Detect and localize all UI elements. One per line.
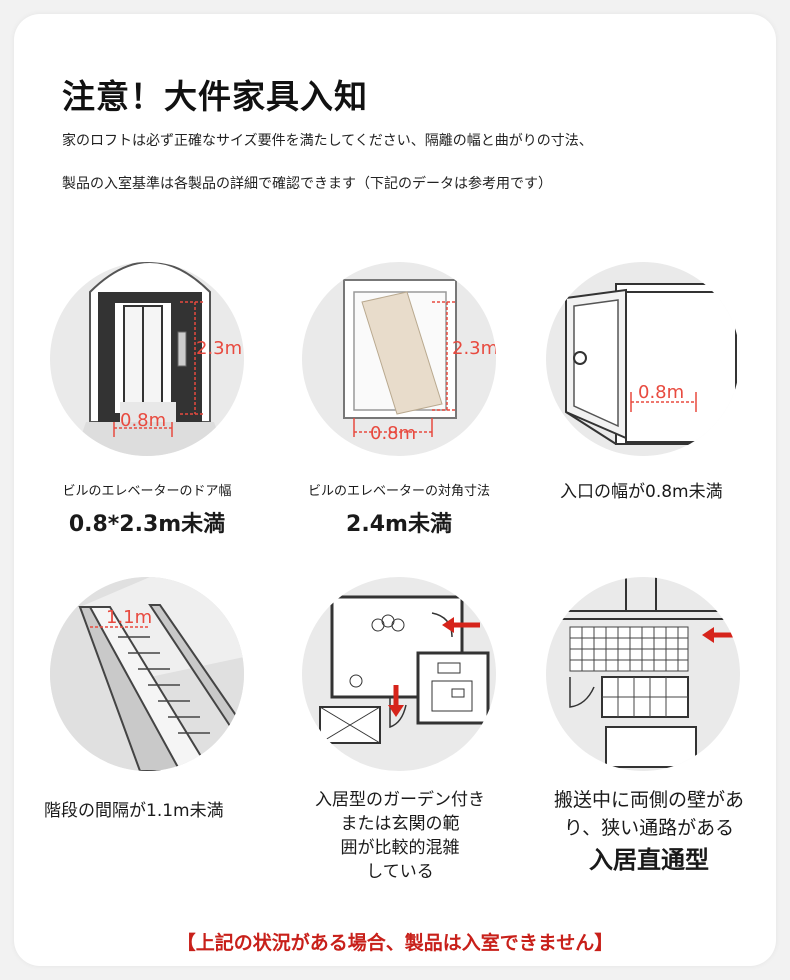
caption-elevator-diagonal: ビルのエレベーターの対角寸法 <box>307 484 490 499</box>
entrance-door-illustration: 0.8m <box>546 262 740 456</box>
floorplan-illustration <box>302 577 496 771</box>
diagonal-height-label: 2.3m <box>452 338 496 359</box>
floorplan-line-4: している <box>366 862 434 882</box>
elevator-height-label: 2.3m <box>196 338 242 359</box>
corridor-illustration <box>546 577 740 771</box>
floorplan-line-3: 囲が比較的混雑 <box>340 838 460 858</box>
warning-footer: 【上記の状況がある場合、製品は入室できません】 <box>176 932 614 954</box>
value-elevator-diagonal: 2.4m未満 <box>346 512 452 537</box>
caption-floorplan: 入居型のガーデン付き または玄関の範 囲が比較的混雑 している <box>290 788 510 884</box>
corridor-line-2: り、狭い通路がある <box>563 817 735 839</box>
caption-elevator-door: ビルのエレベーターのドア幅 <box>62 484 232 499</box>
elevator-diagonal-illustration: 2.3m 0.8m <box>302 262 496 456</box>
floorplan-line-1: 入居型のガーデン付き <box>315 790 485 810</box>
caption-stairs: 階段の間隔が1.1m未満 <box>44 801 224 821</box>
value-corridor: 入居直通型 <box>589 846 709 874</box>
corridor-line-1: 搬送中に両側の壁があ <box>553 789 744 811</box>
elevator-door-illustration: 2.3m 0.8m <box>50 262 244 456</box>
info-card <box>14 14 776 966</box>
intro-line-1: 家のロフトは必ず正確なサイズ要件を満たしてください、隔離の幅と曲がりの寸法、 <box>62 133 593 149</box>
entrance-width-label: 0.8m <box>638 382 684 403</box>
stairs-width-label: 1.1m <box>106 607 152 628</box>
page-title: 注意！大件家具入知 <box>62 77 368 116</box>
caption-entrance-width: 入口の幅が0.8m未満 <box>560 482 723 502</box>
diagonal-width-label: 0.8m <box>370 423 416 444</box>
value-elevator-door: 0.8*2.3m未満 <box>68 512 226 537</box>
caption-corridor: 搬送中に両側の壁があ り、狭い通路がある 入居直通型 <box>524 786 774 874</box>
intro-line-2: 製品の入室基準は各製品の詳細で確認できます（下記のデータは参考用です） <box>62 176 552 192</box>
stairs-illustration: 1.1m <box>50 577 244 771</box>
floorplan-line-2: または玄関の範 <box>340 814 460 834</box>
elevator-width-label: 0.8m <box>120 410 166 431</box>
